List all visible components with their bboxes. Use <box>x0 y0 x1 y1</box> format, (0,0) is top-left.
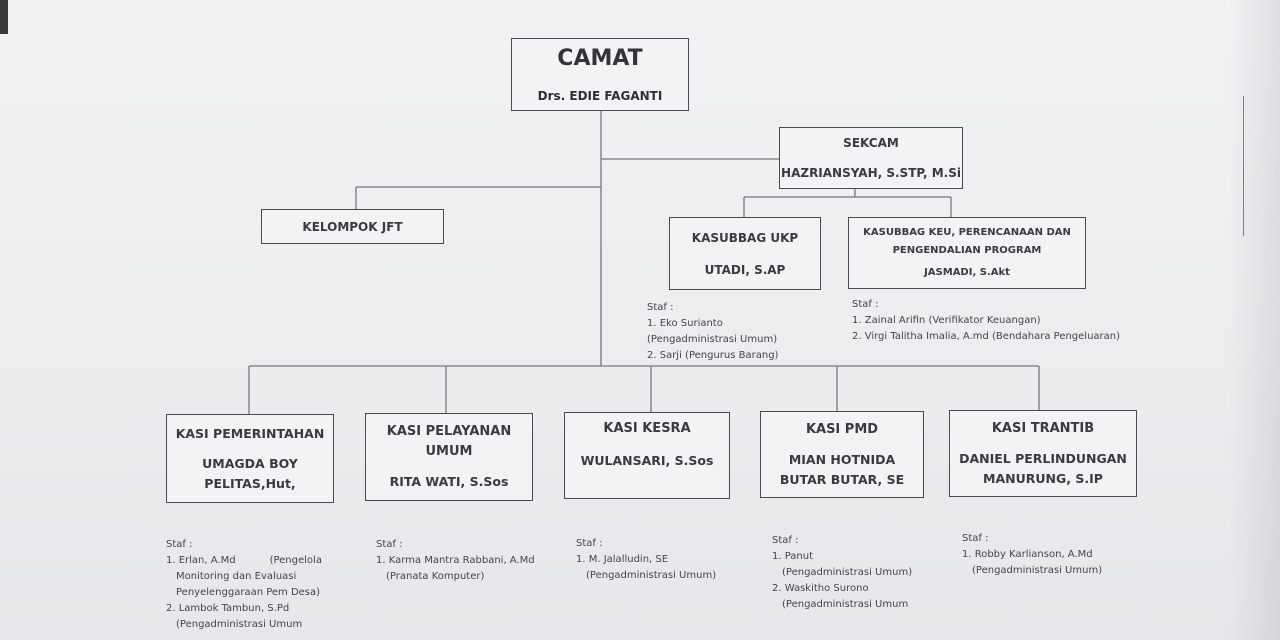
staff-pelayanan-heading: Staf : <box>376 539 403 550</box>
staff-ukp-line: (Pengadministrasi Umum) <box>647 334 778 345</box>
corner-mark <box>0 0 8 34</box>
kasi-trantib-name-line2: MANURUNG, S.IP <box>983 470 1103 486</box>
staff-pemerintahan-entry: 1. Erlan, A.Md <box>166 555 236 566</box>
staff-pelayanan-line1: 1. Karma Mantra Rabbani, A.Md <box>376 555 535 566</box>
staff-keu-line: 2. Virgi Talitha Imalia, A.md (Bendahara… <box>852 331 1121 342</box>
kasubbag-ukp-name: UTADI, S.AP <box>704 262 786 277</box>
staff-trantib-line2: (Pengadministrasi Umum) <box>972 565 1103 576</box>
staff-kesra-line1: 1. M. Jalalludin, SE <box>576 554 669 565</box>
staff-trantib-line1: 1. Robby Karlianson, A.Md <box>962 549 1093 560</box>
kasi-pemerintahan-title: KASI PEMERINTAHAN <box>175 425 325 441</box>
staff-trantib-heading: Staf : <box>962 533 989 544</box>
kasi-trantib-name-line1: DANIEL PERLINDUNGAN <box>959 450 1127 466</box>
kasi-pelayanan-name: RITA WATI, S.Sos <box>389 474 509 489</box>
staff-kesra-line2: (Pengadministrasi Umum) <box>586 570 717 581</box>
sekcam-name: HAZRIANSYAH, S.STP, M.Si <box>781 166 961 180</box>
staff-pmd-line4: (Pengadministrasi Umum <box>782 599 909 610</box>
paper-shadow <box>1228 0 1280 640</box>
staff-trantib: Staf : 1. Robby Karlianson, A.Md (Pengad… <box>962 531 1102 579</box>
kasi-kesra-title: KASI KESRA <box>603 421 691 436</box>
staff-ukp: Staf : 1. Eko Surianto (Pengadministrasi… <box>647 300 778 364</box>
sekcam-box: SEKCAM HAZRIANSYAH, S.STP, M.Si <box>779 127 963 189</box>
kasi-pemerintahan-name-line1: UMAGDA BOY <box>202 455 298 471</box>
page-edge-line <box>1243 96 1244 236</box>
staff-pmd-line1: 1. Panut <box>772 551 814 562</box>
staff-pmd-line3: 2. Waskitho Surono <box>772 583 869 594</box>
kasi-pemerintahan-name-line2: PELITAS,Hut, <box>204 475 296 491</box>
kasi-pemerintahan-box: KASI PEMERINTAHAN UMAGDA BOY PELITAS,Hut… <box>166 414 334 503</box>
staff-pemerintahan: Staf : 1. Erlan, A.Md (Pengelola Monitori… <box>166 537 322 633</box>
kasi-pelayanan-title-line1: KASI PELAYANAN <box>386 424 512 439</box>
jft-box: KELOMPOK JFT <box>261 209 444 244</box>
staff-keu-heading: Staf : <box>852 299 879 310</box>
kasubbag-ukp-box: KASUBBAG UKP UTADI, S.AP <box>669 217 821 290</box>
camat-name: Drs. EDIE FAGANTI <box>537 88 663 103</box>
staff-ukp-line: 2. Sarji (Pengurus Barang) <box>647 350 779 361</box>
staff-pmd-heading: Staf : <box>772 535 799 546</box>
staff-pemerintahan-line1: 1. Erlan, A.Md (Pengelola <box>166 553 322 569</box>
staff-ukp-line: 1. Eko Surianto <box>647 318 723 329</box>
staff-ukp-heading: Staf : <box>647 302 674 313</box>
staff-pmd-line2: (Pengadministrasi Umum) <box>782 567 913 578</box>
jft-title: KELOMPOK JFT <box>302 219 403 234</box>
kasi-trantib-box: KASI TRANTIB DANIEL PERLINDUNGAN MANURUN… <box>949 410 1137 497</box>
staff-keu-line: 1. Zainal Arifin (Verifikator Keuangan) <box>852 315 1041 326</box>
staff-pelayanan-line2: (Pranata Komputer) <box>386 571 485 582</box>
staff-pemerintahan-line5: (Pengadministrasi Umum <box>176 619 303 630</box>
sekcam-title: SEKCAM <box>843 136 899 150</box>
kasi-trantib-title: KASI TRANTIB <box>991 420 1095 436</box>
staff-keu: Staf : 1. Zainal Arifin (Verifikator Keu… <box>852 297 1120 345</box>
kasubbag-keu-box: KASUBBAG KEU, PERENCANAAN DAN PENGENDALI… <box>848 217 1086 289</box>
kasi-kesra-name: WULANSARI, S.Sos <box>580 453 714 468</box>
kasi-pelayanan-box: KASI PELAYANAN UMUM RITA WATI, S.Sos <box>365 413 533 501</box>
staff-kesra: Staf : 1. M. Jalalludin, SE (Pengadminis… <box>576 536 716 584</box>
staff-pmd: Staf : 1. Panut (Pengadministrasi Umum) … <box>772 533 912 613</box>
kasi-kesra-box: KASI KESRA WULANSARI, S.Sos <box>564 412 730 499</box>
staff-kesra-heading: Staf : <box>576 538 603 549</box>
kasi-pmd-name-line2: BUTAR BUTAR, SE <box>779 471 905 487</box>
kasi-pmd-name-line1: MIAN HOTNIDA <box>788 451 896 467</box>
kasubbag-keu-title-line1: KASUBBAG KEU, PERENCANAAN DAN <box>863 227 1071 238</box>
kasubbag-keu-title-line2: PENGENDALIAN PROGRAM <box>892 245 1042 256</box>
staff-pemerintahan-role: (Pengelola <box>269 555 322 566</box>
staff-pemerintahan-line2: Monitoring dan Evaluasi <box>176 571 297 582</box>
kasi-pmd-box: KASI PMD MIAN HOTNIDA BUTAR BUTAR, SE <box>760 411 924 498</box>
camat-box: CAMAT Drs. EDIE FAGANTI <box>511 38 689 111</box>
kasubbag-keu-name: JASMADI, S.Akt <box>924 267 1010 278</box>
kasi-pelayanan-title-line2: UMUM <box>425 444 473 459</box>
staff-pemerintahan-line3: Penyelenggaraan Pem Desa) <box>176 587 321 598</box>
kasi-pmd-title: KASI PMD <box>805 421 879 437</box>
kasubbag-ukp-title: KASUBBAG UKP <box>691 230 799 245</box>
camat-title: CAMAT <box>557 45 643 71</box>
staff-pemerintahan-heading: Staf : <box>166 539 193 550</box>
staff-pemerintahan-line4: 2. Lambok Tambun, S.Pd <box>166 603 290 614</box>
staff-pelayanan: Staf : 1. Karma Mantra Rabbani, A.Md (Pr… <box>376 537 535 585</box>
